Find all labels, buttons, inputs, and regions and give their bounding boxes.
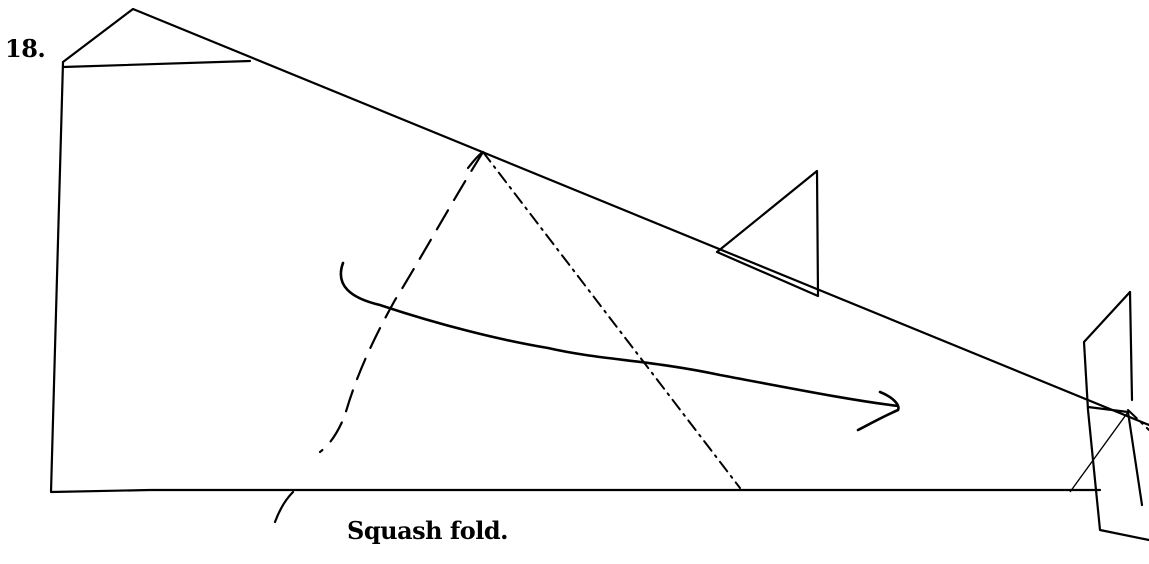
right-flap-edge — [1128, 290, 1134, 402]
right-mountain-fold — [1127, 409, 1149, 431]
valley-fold-line — [318, 150, 485, 454]
middle-flap — [715, 169, 820, 298]
step-number: 18. — [5, 34, 46, 63]
step-caption: Squash fold. — [347, 516, 509, 545]
right-flap — [1082, 290, 1149, 542]
squash-fold-arrow — [339, 261, 900, 432]
right-flap-crease — [1069, 411, 1129, 493]
paper-outline — [49, 7, 1149, 494]
mountain-fold-line — [482, 151, 741, 489]
valley-fold-tick — [273, 490, 295, 524]
top-flap — [61, 59, 252, 69]
